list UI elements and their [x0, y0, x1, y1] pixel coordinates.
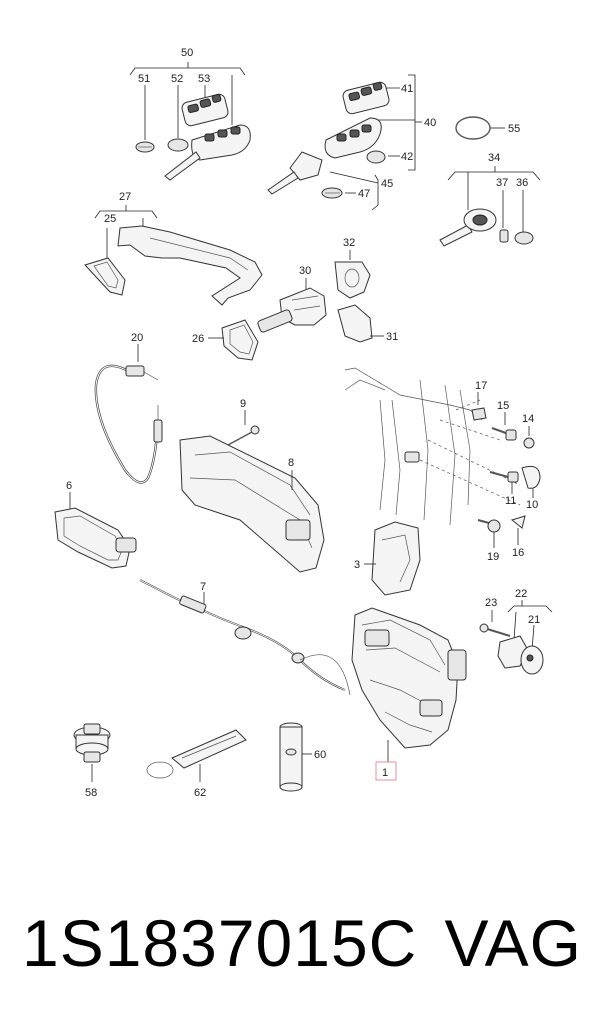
part-number: 1S1837015C: [22, 906, 418, 980]
callout-26: 26: [192, 333, 204, 345]
callout-7: 7: [200, 581, 206, 593]
callout-16: 16: [512, 547, 524, 559]
callout-45: 45: [381, 178, 393, 190]
key-group-34: [439, 166, 541, 247]
callout-42: 42: [401, 151, 413, 163]
door-lock-1: [351, 607, 467, 781]
key-remote-group-50: [129, 62, 251, 181]
callout-52: 52: [171, 73, 183, 85]
key-remote-group-40: [267, 74, 422, 211]
callout-53: 53: [198, 73, 210, 85]
brand-name: VAG: [444, 906, 582, 980]
cable-7: [139, 579, 351, 696]
callout-32: 32: [343, 237, 355, 249]
callout-34: 34: [488, 152, 500, 164]
grease-canister-60: [279, 722, 312, 792]
callout-30: 30: [299, 265, 311, 277]
callout-15: 15: [497, 400, 509, 412]
callout-60: 60: [314, 749, 326, 761]
part-caption: 1S1837015C VAG: [0, 888, 600, 998]
callout-8: 8: [288, 457, 294, 469]
callout-14: 14: [522, 413, 534, 425]
callout-50: 50: [181, 47, 193, 59]
callout-25: 25: [104, 213, 116, 225]
callout-21: 21: [528, 614, 540, 626]
callout-1: 1: [382, 767, 388, 779]
callout-6: 6: [66, 480, 72, 492]
callout-10: 10: [526, 499, 538, 511]
bowden-cable-20: [94, 344, 163, 484]
callout-20: 20: [131, 332, 143, 344]
callout-27: 27: [119, 191, 131, 203]
callout-22: 22: [515, 588, 527, 600]
striker-parts-21-23: [479, 600, 553, 675]
callout-19: 19: [487, 551, 499, 563]
o-ring-55: [455, 116, 505, 140]
callout-23: 23: [485, 597, 497, 609]
exterior-handle-27: [84, 205, 263, 306]
callout-41: 41: [401, 83, 413, 95]
fasteners-right: [471, 392, 541, 548]
callout-31: 31: [386, 331, 398, 343]
door-frame-outline: [344, 367, 521, 526]
callout-17: 17: [475, 380, 487, 392]
callout-55: 55: [508, 123, 520, 135]
lock-cylinder-30: [208, 250, 384, 361]
callout-40: 40: [424, 117, 436, 129]
cap-58: [73, 723, 111, 782]
parts-diagram: 50 51 52 53 41 40 42 45 47 55: [54, 47, 553, 799]
callout-47: 47: [358, 188, 370, 200]
key-tag-62: [146, 729, 247, 782]
interior-handle-6: [54, 492, 137, 569]
handle-carrier-8: [179, 410, 325, 573]
callout-37: 37: [496, 177, 508, 189]
bracket-3: [364, 521, 421, 596]
callout-36: 36: [516, 177, 528, 189]
callout-62: 62: [194, 787, 206, 799]
callout-58: 58: [85, 787, 97, 799]
callout-51: 51: [138, 73, 150, 85]
callout-3: 3: [354, 559, 360, 571]
callout-11: 11: [505, 495, 516, 507]
callout-9: 9: [240, 398, 246, 410]
